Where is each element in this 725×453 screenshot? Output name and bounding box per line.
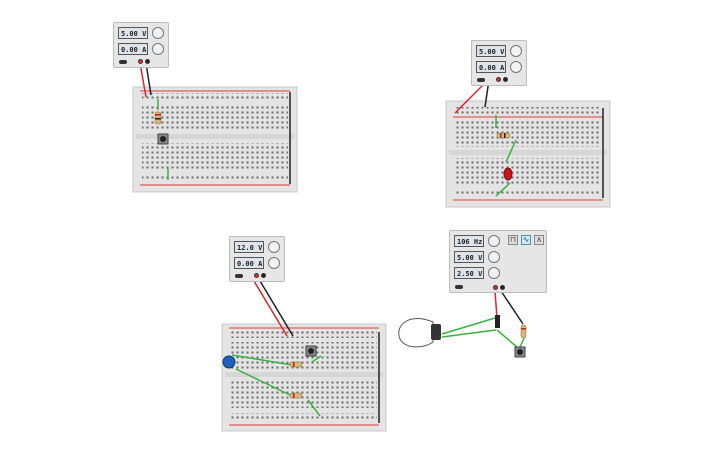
- wire-green[interactable]: [311, 355, 322, 363]
- positive-terminal[interactable]: [496, 77, 501, 82]
- breadboard-top-left[interactable]: [132, 86, 298, 193]
- offset-display: 2.50 V: [454, 267, 484, 279]
- wire-green[interactable]: [307, 399, 321, 417]
- positive-terminal[interactable]: [138, 59, 143, 64]
- light-bulb[interactable]: [398, 317, 441, 348]
- voltage-knob[interactable]: [510, 45, 522, 57]
- positive-terminal[interactable]: [254, 273, 259, 278]
- voltage-display: 5.00 V: [118, 27, 148, 39]
- pushbutton[interactable]: [157, 133, 169, 145]
- square-wave-icon[interactable]: ⊓: [508, 235, 518, 245]
- resistor[interactable]: [496, 132, 511, 139]
- frequency-display: 106 Hz: [454, 235, 484, 247]
- current-display: 0.00 A: [234, 257, 264, 269]
- pushbutton[interactable]: [305, 345, 317, 357]
- current-knob[interactable]: [152, 43, 164, 55]
- wire-black[interactable]: [259, 280, 294, 337]
- wire-green[interactable]: [519, 337, 525, 348]
- breadboard-top-right[interactable]: [445, 100, 611, 208]
- wire-black[interactable]: [145, 62, 152, 96]
- negative-terminal[interactable]: [503, 77, 508, 82]
- wire-green[interactable]: [441, 317, 496, 335]
- sine-wave-icon[interactable]: ∿: [521, 235, 531, 245]
- frequency-knob[interactable]: [488, 235, 500, 247]
- power-switch[interactable]: [477, 78, 485, 82]
- wire-green[interactable]: [441, 329, 497, 338]
- power-switch[interactable]: [455, 285, 463, 289]
- pushbutton[interactable]: [514, 346, 526, 358]
- diode[interactable]: [495, 315, 500, 328]
- wire-red[interactable]: [494, 290, 498, 319]
- amplitude-knob[interactable]: [488, 251, 500, 263]
- wire-green[interactable]: [496, 329, 519, 349]
- wire-green[interactable]: [505, 139, 517, 163]
- resistor[interactable]: [289, 392, 303, 399]
- potentiometer[interactable]: [222, 355, 236, 369]
- triangle-wave-icon[interactable]: ∧: [534, 235, 544, 245]
- wire-green[interactable]: [495, 182, 511, 197]
- amplitude-display: 5.00 V: [454, 251, 484, 263]
- voltage-knob[interactable]: [152, 27, 164, 39]
- power-switch[interactable]: [119, 60, 127, 64]
- negative-terminal[interactable]: [500, 285, 505, 290]
- voltage-display: 12.0 V: [234, 241, 264, 253]
- power-supply-top-left[interactable]: 5.00 V 0.00 A: [113, 22, 169, 68]
- breadboard-bottom-center[interactable]: [221, 323, 387, 432]
- current-display: 0.00 A: [118, 43, 148, 55]
- negative-terminal[interactable]: [145, 59, 150, 64]
- power-switch[interactable]: [235, 274, 243, 278]
- positive-terminal[interactable]: [493, 285, 498, 290]
- wire-red[interactable]: [253, 280, 288, 337]
- current-knob[interactable]: [268, 257, 280, 269]
- wire-green[interactable]: [231, 354, 293, 366]
- current-display: 0.00 A: [476, 61, 506, 73]
- offset-knob[interactable]: [488, 267, 500, 279]
- power-supply-top-right[interactable]: 5.00 V 0.00 A: [471, 40, 527, 86]
- current-knob[interactable]: [510, 61, 522, 73]
- function-generator[interactable]: 106 Hz 5.00 V 2.50 V ⊓ ∿ ∧: [449, 230, 547, 293]
- wire-red[interactable]: [139, 62, 147, 98]
- resistor[interactable]: [154, 111, 162, 125]
- negative-terminal[interactable]: [261, 273, 266, 278]
- wire-green[interactable]: [235, 368, 291, 396]
- led-red[interactable]: [503, 167, 513, 181]
- resistor[interactable]: [289, 361, 303, 368]
- wire-black[interactable]: [500, 290, 524, 325]
- power-supply-bottom-center[interactable]: 12.0 V 0.00 A: [229, 236, 285, 282]
- resistor[interactable]: [520, 324, 527, 339]
- voltage-display: 5.00 V: [476, 45, 506, 57]
- voltage-knob[interactable]: [268, 241, 280, 253]
